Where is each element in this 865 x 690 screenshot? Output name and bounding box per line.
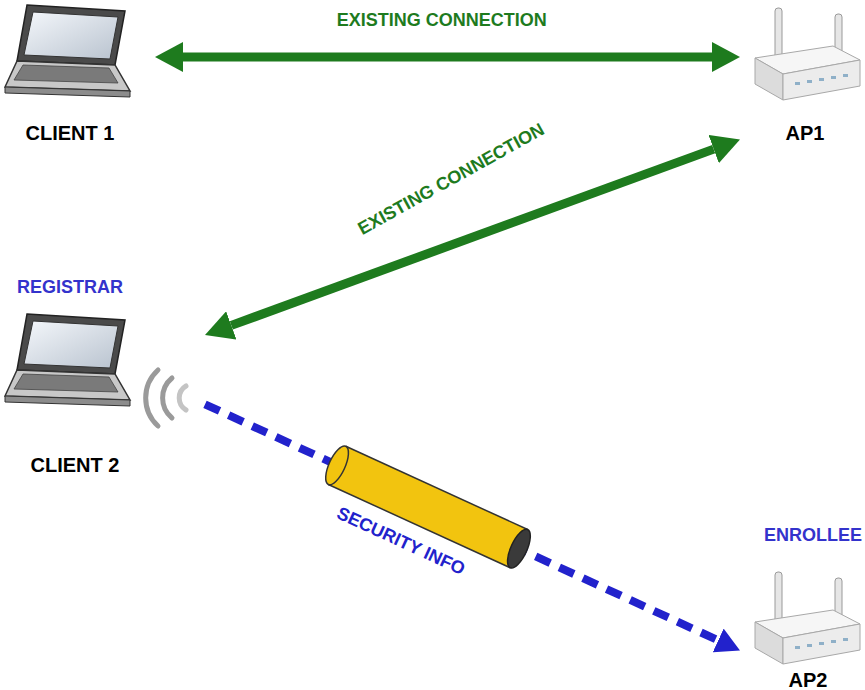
tunnel-cap — [321, 443, 353, 488]
connectors — [183, 57, 718, 640]
device-node: AP1 — [740, 0, 865, 150]
role-label: ENROLLEE — [743, 524, 865, 546]
router-icon — [755, 8, 860, 100]
device-label: AP2 — [758, 668, 858, 690]
edge-label: EXISTING CONNECTION — [354, 118, 548, 239]
edge-label: SECURITY INFO — [334, 502, 469, 580]
device-node: CLIENT 1 — [0, 0, 155, 150]
connection-arrow — [183, 53, 712, 62]
wifi-wave — [179, 386, 186, 410]
role-label: REGISTRAR — [0, 276, 140, 298]
dashed-arrow — [205, 404, 718, 640]
router-icon — [755, 572, 860, 664]
device-node: ENROLLEE AP2 — [740, 518, 865, 690]
wifi-wave — [146, 370, 158, 426]
laptop-icon — [5, 314, 130, 406]
wifi-waves — [146, 370, 186, 426]
device-label: CLIENT 2 — [0, 453, 150, 477]
device-node: REGISTRAR CLIENT 2 — [0, 272, 205, 482]
wifi-wave — [163, 378, 172, 418]
laptop-icon — [5, 5, 130, 97]
tunnel-opening — [503, 526, 535, 571]
device-label: AP1 — [765, 121, 845, 145]
device-label: CLIENT 1 — [0, 121, 140, 145]
edge-label: EXISTING CONNECTION — [337, 9, 547, 31]
device-icons — [5, 5, 860, 664]
